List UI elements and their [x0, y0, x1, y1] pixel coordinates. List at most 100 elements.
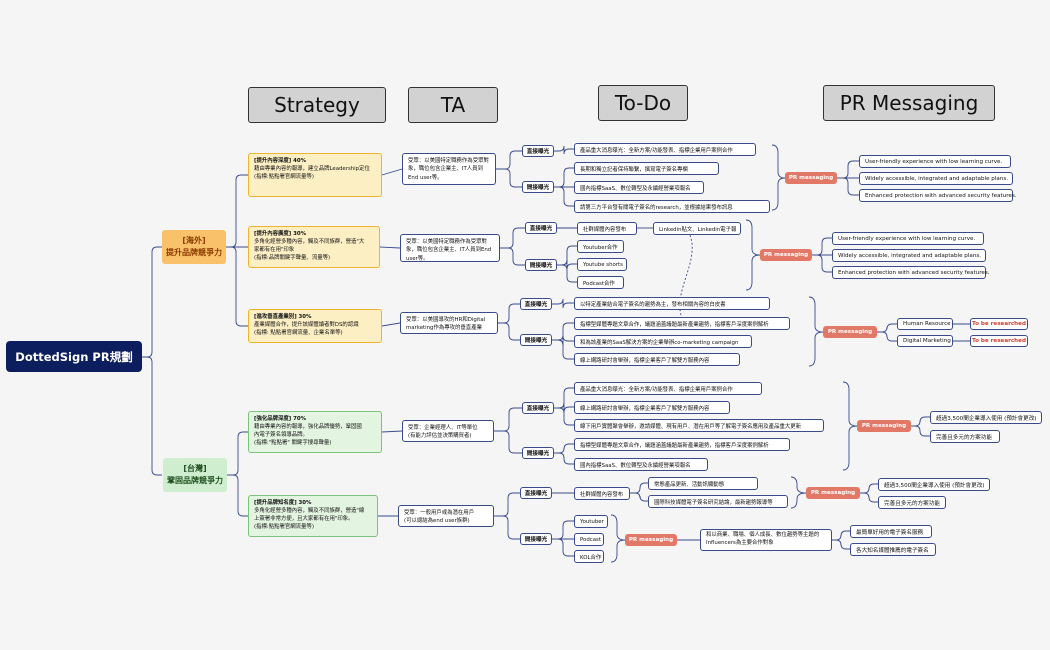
header-strategy: Strategy: [248, 87, 386, 123]
connector: [832, 539, 850, 550]
connector: [500, 227, 525, 249]
connector: [500, 247, 525, 266]
indirect-exposure-1: 間接曝光: [522, 181, 554, 193]
strategy-text: 家都有在用"印象: [254, 247, 295, 254]
ta-text: End user等。: [408, 174, 443, 181]
connector: [554, 402, 574, 413]
pr-messaging-label-3: PR messaging: [823, 326, 877, 338]
pr-messaging-label-6: PR messaging: [625, 534, 677, 546]
connector: [552, 298, 574, 309]
connector: [494, 430, 522, 454]
connector: [552, 322, 574, 341]
pr-message: Human Resource: [897, 318, 953, 330]
ta-text: (可以總結為end user族群): [404, 518, 470, 525]
strategy-indicator: (指標: 點點署官網流量、企業名單等): [254, 330, 343, 337]
strategy-title: [提升內容深度] 40%: [254, 158, 307, 164]
strategy-text: 內電子簽名領導品牌。: [254, 432, 308, 439]
strategy-text: 上簽署非常方便，且大家都有在用"印象。: [254, 516, 354, 523]
todo-item: Linkedin貼文、Linkedin電子報: [653, 222, 741, 235]
strategy-title: [提升品牌知名度] 30%: [254, 500, 312, 506]
connector: [552, 538, 574, 557]
ta-text: 受眾：一般用戶或為潛在用戶: [404, 510, 475, 516]
indirect-exposure-2: 間接曝光: [525, 259, 557, 271]
ta-text: user等。: [406, 255, 429, 262]
region-overseas-line1: [海外]: [182, 236, 206, 245]
connector: [142, 356, 162, 476]
pr-message: User-friendly experience with low learni…: [859, 155, 1011, 168]
connector: [557, 259, 577, 270]
pr-messaging-label-1: PR messaging: [785, 172, 837, 184]
todo-item: 產品重大消息曝光：全新方案/功能發表、指標企業用戶案例合作: [574, 143, 756, 156]
ta-box-3: 受眾：以美國導攻的HR和Digital marketing作為專攻的垂直產業: [400, 312, 498, 334]
header-ta: TA: [408, 87, 498, 123]
connector: [552, 520, 574, 540]
todo-item: 請第三方平台發有關電子簽名的research，並根據結果發布訊息: [574, 200, 770, 213]
strategy-content-breadth: [提升內容廣度] 30% 多角化經營多種內容，觸及不同族群，營造"大 家都有在用…: [248, 226, 380, 268]
strategy-text: 多角化經營多種內容，觸及不同族群，營造"大: [254, 239, 365, 246]
direct-exposure-5: 直接曝光: [520, 487, 552, 499]
connector: [496, 168, 522, 188]
ta-text: 受眾：以美國導攻的HR和Digital: [406, 317, 486, 323]
todo-item: 常態產品更新、活動訊顯動態: [648, 477, 758, 490]
connector: [877, 323, 897, 333]
pr-message: Digital Marketing: [897, 335, 953, 347]
connector: [554, 443, 574, 454]
indirect-exposure-4: 間接曝光: [522, 447, 554, 459]
connector: [496, 150, 522, 170]
pr-message: 超過3,500間企業導入使用 (預計會更改): [878, 478, 990, 491]
ta-text: (有能力評估並決策購買者): [408, 433, 472, 440]
connector: [842, 381, 858, 471]
pr-message: Enhanced protection with advanced securi…: [832, 266, 990, 279]
ta-text: 象，職位包含企業主、IT人員到: [408, 166, 483, 173]
strategy-title: [進攻垂直產業別] 30%: [254, 314, 312, 320]
strategy-indicator: (指標:點點署官網流量等): [254, 174, 314, 181]
connector: [554, 167, 574, 188]
strategy-title: [提升內容廣度] 30%: [254, 231, 307, 237]
indirect-exposure-3: 間接曝光: [520, 334, 552, 346]
ta-box-4: 受眾：企業經理人、IT等單位 (有能力評估並決策購買者): [402, 420, 494, 442]
connector: [790, 476, 807, 509]
pr-message: Enhanced protection with advanced securi…: [859, 189, 1017, 202]
connector: [554, 452, 574, 465]
todo-item: 線上網路研討會舉辦，指標企業客戶了解雙方服務內容: [574, 353, 740, 366]
todo-item: Youtuber合作: [577, 240, 624, 253]
root-node: DottedSign PR規劃: [6, 341, 142, 372]
pr-message: 完善且多元的方案功能: [878, 496, 946, 509]
strategy-text: 藉由專業內容的報導，建立品牌Leadership定位: [254, 166, 370, 173]
connector: [557, 264, 577, 283]
connector: [860, 492, 878, 503]
connector: [911, 425, 930, 437]
strategy-indicator: (指標:點點署官網流量等): [254, 524, 314, 531]
ta-text: 受眾：企業經理人、IT等單位: [408, 425, 478, 431]
todo-item: 國內指標SaaS、數位轉型及永續經營業項報名: [574, 181, 704, 194]
region-taiwan-line2: 鞏固品牌競爭力: [167, 476, 223, 485]
region-taiwan: [台灣] 鞏固品牌競爭力: [163, 458, 227, 492]
connector: [494, 515, 520, 540]
to-be-researched-badge: To be researched: [970, 318, 1028, 330]
indirect-exposure-5: 間接曝光: [520, 533, 552, 545]
strategy-text: 多角化經營多種內容，觸及不同族群，營造"線: [254, 508, 365, 515]
todo-item: 國內指標SaaS、數位轉型及永續經營業項報名: [574, 458, 708, 471]
connector: [554, 145, 574, 155]
pr-message: 完善且多元的方案功能: [930, 430, 1000, 443]
pr-message: Widely accessible, integrated and adapta…: [859, 172, 1013, 185]
connector: [498, 322, 520, 341]
connector: [226, 174, 248, 248]
region-overseas-line2: 提升品牌競爭力: [166, 248, 222, 257]
ta-text: 受眾：以美國特定職務作為受眾對: [406, 239, 487, 245]
strategy-title: [強化品牌深度] 70%: [254, 416, 307, 422]
todo-item: 線上網路研討會舉辦，指標企業客戶了解雙方服務內容: [574, 401, 730, 414]
connector: [227, 474, 248, 517]
connector: [837, 160, 859, 179]
connector: [142, 246, 162, 358]
ta-box-2: 受眾：以美國特定職務作為受眾對 象，職位包含企業主、IT人員到End user等…: [400, 234, 500, 262]
pr-messaging-label-5: PR messaging: [806, 487, 860, 499]
todo-item: 國際科技媒體電子簽名研究結論，最新趨勢報導等: [648, 495, 788, 508]
connector: [379, 246, 401, 249]
ta-text: marketing作為專攻的垂直產業: [406, 325, 482, 332]
strategy-vertical-industry: [進攻垂直產業別] 30% 產業媒體合作，提升該媒體讀者對DS的認識 (指標: …: [248, 309, 382, 343]
ta-box-5: 受眾：一般用戶或為潛在用戶 (可以總結為end user族群): [398, 505, 494, 527]
influencer-note-line: 和以商業、職場、個人成長、數位趨勢等主題的: [706, 532, 820, 539]
connector: [610, 514, 626, 563]
strategy-brand-awareness: [提升品牌知名度] 30% 多角化經營多種內容，觸及不同族群，營造"線 上簽署非…: [248, 495, 378, 537]
